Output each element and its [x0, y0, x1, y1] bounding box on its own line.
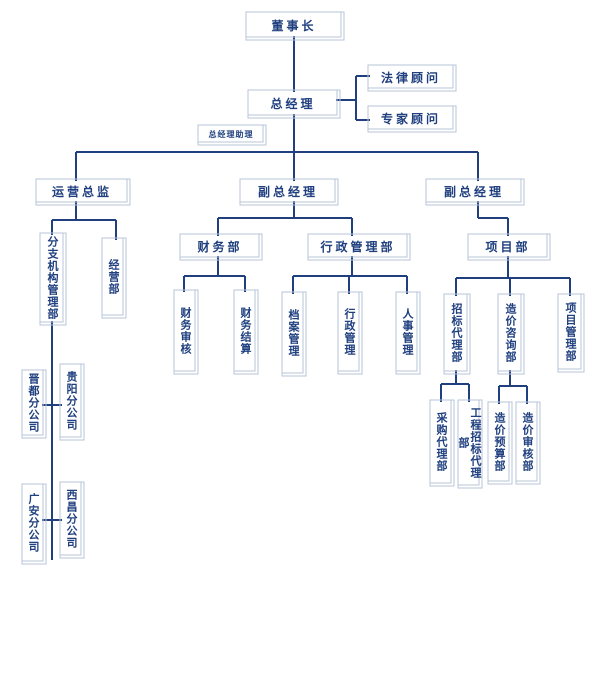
node-finance-settlement: 财务结算 [239, 307, 252, 355]
node-frame [281, 291, 307, 377]
node-finance-audit: 财务审核 [179, 307, 192, 355]
node-frame [39, 232, 67, 326]
node-guiyang-branch: 贵阳分公司 [65, 371, 78, 431]
node-frame [429, 399, 455, 487]
node-finance-dept: 财务部 [197, 239, 243, 254]
node-frame [395, 291, 421, 375]
node-operations-dept: 经营部 [107, 259, 120, 295]
node-gm-assistant: 总经理助理 [208, 129, 254, 139]
node-frame [233, 289, 259, 375]
node-frame [21, 483, 47, 565]
node-engineering-bidding-agency: 工程招标代理部 [457, 407, 482, 479]
node-frame [425, 178, 525, 206]
node-archives-mgmt: 档案管理 [287, 309, 300, 357]
node-frame [457, 399, 483, 489]
node-frame [245, 11, 345, 41]
node-frame [59, 363, 85, 441]
node-frames [21, 11, 585, 565]
node-xichang-branch: 西昌分公司 [65, 489, 78, 549]
node-frame [173, 289, 199, 375]
node-project-dept: 项目部 [485, 239, 531, 254]
node-cost-consulting-dept: 造价咨询部 [504, 303, 517, 363]
node-hr-mgmt: 人事管理 [401, 308, 414, 356]
node-frame [307, 233, 411, 261]
node-chairman: 董事长 [271, 18, 317, 33]
node-operations-director: 运营总监 [51, 184, 112, 199]
node-general-manager: 总经理 [270, 96, 316, 111]
node-frame [487, 401, 513, 485]
node-frame [557, 293, 585, 373]
node-deputy-gm-left: 副总经理 [257, 184, 318, 199]
node-frame [367, 105, 457, 133]
node-frame [239, 178, 339, 206]
node-frame [337, 291, 363, 375]
node-cost-audit: 造价审核部 [521, 412, 534, 472]
node-frame [59, 481, 85, 559]
node-frame [515, 401, 541, 485]
connector-lines [42, 36, 571, 560]
node-legal-advisor: 法律顾问 [380, 70, 441, 85]
node-admin-dept: 行政管理部 [320, 239, 396, 254]
node-frame [101, 237, 127, 319]
node-frame [497, 293, 525, 375]
node-admin-mgmt: 行政管理 [343, 308, 356, 356]
node-project-mgmt-dept: 项目管理部 [564, 302, 577, 362]
node-guangan-branch: 广安分公司 [27, 493, 40, 553]
node-procurement-agency: 采购代理部 [435, 412, 448, 472]
node-deputy-gm-right: 副总经理 [443, 184, 504, 199]
node-expert-advisor: 专家顾问 [380, 111, 441, 126]
node-frame [467, 233, 551, 261]
node-bidding-agency-dept: 招标代理部 [450, 303, 463, 363]
node-branch-management: 分支机构管理部 [46, 236, 59, 320]
node-frame [247, 89, 341, 119]
node-jinxi-branch: 晋都分公司 [27, 373, 40, 433]
node-frame [179, 233, 263, 261]
node-frame [35, 178, 131, 206]
node-cost-budget: 造价预算部 [493, 412, 506, 472]
node-frame [21, 369, 47, 439]
node-frame [367, 64, 457, 92]
node-frame [443, 293, 471, 375]
node-frame [197, 124, 267, 146]
